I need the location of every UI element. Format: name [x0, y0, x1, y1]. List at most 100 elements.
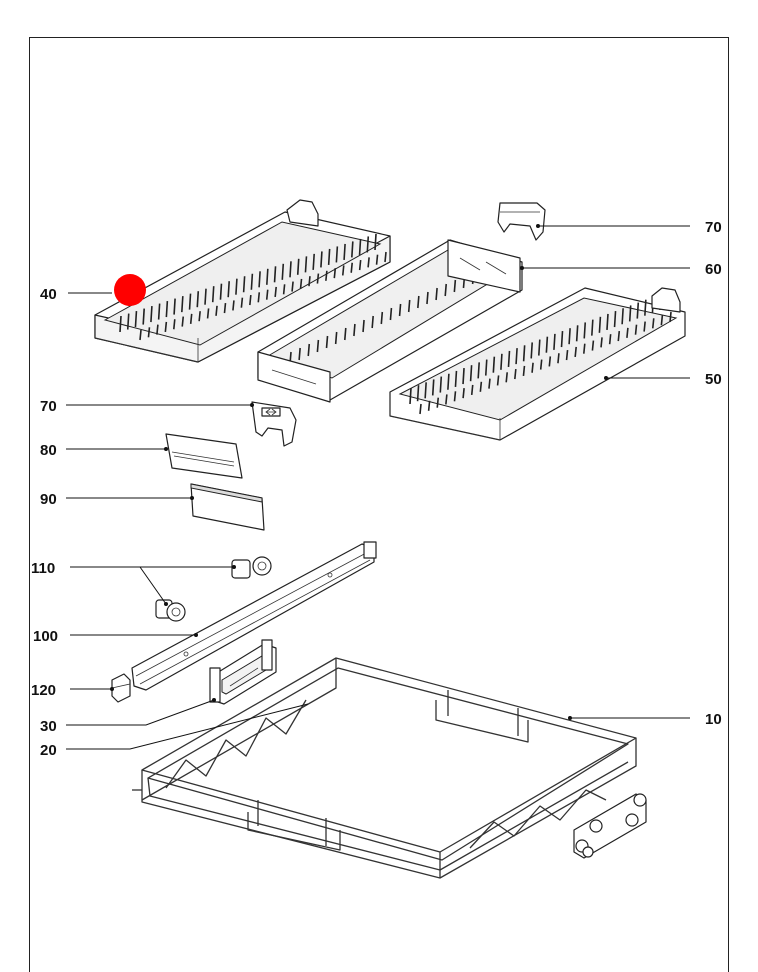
tray-tine — [358, 259, 362, 271]
tray-tine — [453, 391, 457, 402]
tray-tine — [479, 381, 483, 392]
callout-30: 30 — [40, 718, 57, 735]
tray-tine — [181, 296, 184, 313]
tray-tine — [582, 343, 586, 354]
tray-tine — [362, 319, 365, 333]
tray-tine — [316, 273, 320, 284]
tray-tine — [240, 297, 244, 308]
tray-tine — [273, 266, 277, 283]
tray-tine — [447, 373, 450, 390]
callout-20: 20 — [40, 742, 57, 759]
tray-tine — [281, 263, 285, 280]
tray-tine — [219, 283, 223, 300]
tray-tine — [235, 278, 238, 295]
tray-tine — [606, 313, 609, 330]
part-110-wheels — [155, 556, 272, 622]
tray-tine — [250, 273, 254, 290]
tray-tine — [417, 295, 420, 309]
tray-tine — [119, 315, 122, 333]
tray-tine — [374, 233, 377, 251]
tray-tine — [435, 287, 438, 301]
tray-tine — [147, 327, 151, 338]
tray-tine — [537, 339, 541, 356]
tray-tine — [308, 276, 311, 287]
leader-lines — [66, 224, 690, 750]
tray-tine — [198, 311, 201, 322]
tray-tine — [507, 350, 511, 368]
tray-tine — [557, 353, 560, 364]
tray-tine — [325, 335, 329, 349]
tray-tine — [515, 348, 518, 365]
tray-tine — [320, 251, 323, 268]
tray-tine — [416, 385, 420, 402]
tray-tine — [398, 303, 402, 317]
tray-tine — [206, 308, 210, 319]
tray-tine — [636, 302, 640, 319]
tray-tine — [304, 256, 308, 273]
tray-tine — [469, 365, 473, 382]
part-50-right-tray — [389, 287, 686, 441]
tray-tine — [291, 281, 294, 292]
part-80-plate — [165, 433, 243, 479]
tray-tine — [232, 300, 235, 311]
callout-50: 50 — [705, 371, 722, 388]
tray-tine — [312, 253, 315, 270]
tray-tine — [575, 325, 579, 342]
tray-tine — [173, 298, 176, 315]
tray-tine — [598, 316, 602, 333]
callout-100: 100 — [33, 628, 58, 645]
tray-tine — [488, 378, 491, 389]
tray-tine — [139, 329, 142, 341]
tray-tine — [350, 262, 354, 273]
tray-tine — [358, 238, 362, 256]
tray-tine — [453, 279, 457, 293]
part-100-rail — [131, 541, 377, 691]
part-40-left-tray — [94, 199, 391, 363]
tray-tine — [444, 283, 448, 297]
tray-tine — [548, 356, 552, 367]
tray-tine — [496, 375, 500, 386]
tray-tine — [522, 345, 526, 362]
tray-tine — [172, 319, 176, 330]
tray-tine — [211, 286, 215, 303]
tray-tine — [560, 330, 564, 348]
tray-tine — [249, 294, 252, 306]
callout-110: 110 — [31, 560, 55, 577]
tray-tine — [617, 330, 621, 342]
callout-60: 60 — [705, 261, 722, 278]
tray-tine — [242, 276, 246, 293]
tray-tine — [419, 403, 422, 415]
tray-tine — [660, 315, 664, 326]
tray-tine — [545, 336, 549, 353]
tray-tine — [505, 372, 509, 383]
part-120-clip — [111, 673, 131, 703]
tray-tine — [643, 321, 646, 332]
tray-tine — [470, 384, 474, 396]
tray-tine — [282, 284, 286, 295]
tray-tine — [613, 311, 617, 328]
tray-tine — [634, 324, 638, 335]
tray-tine — [366, 236, 370, 253]
tray-tine — [333, 268, 337, 279]
tray-tine — [188, 293, 192, 310]
tray-tine — [651, 318, 655, 329]
tray-tine — [439, 376, 443, 393]
tray-tine — [530, 342, 534, 359]
tray-tine — [375, 254, 379, 265]
part-70-hinge-clip — [251, 401, 297, 447]
drawing-frame — [29, 37, 729, 972]
tray-tine — [343, 327, 347, 341]
tray-tine — [431, 379, 435, 396]
tray-tine — [334, 331, 338, 345]
tray-tine — [500, 353, 503, 370]
tray-tine — [353, 323, 356, 337]
tray-tine — [343, 243, 346, 260]
tray-tine — [427, 400, 431, 411]
tray-tine — [407, 299, 411, 313]
tray-tine — [626, 327, 629, 338]
tray-tine — [591, 340, 595, 351]
tray-tine — [436, 397, 440, 408]
tray-tine — [591, 319, 594, 336]
tray-tine — [150, 306, 153, 323]
